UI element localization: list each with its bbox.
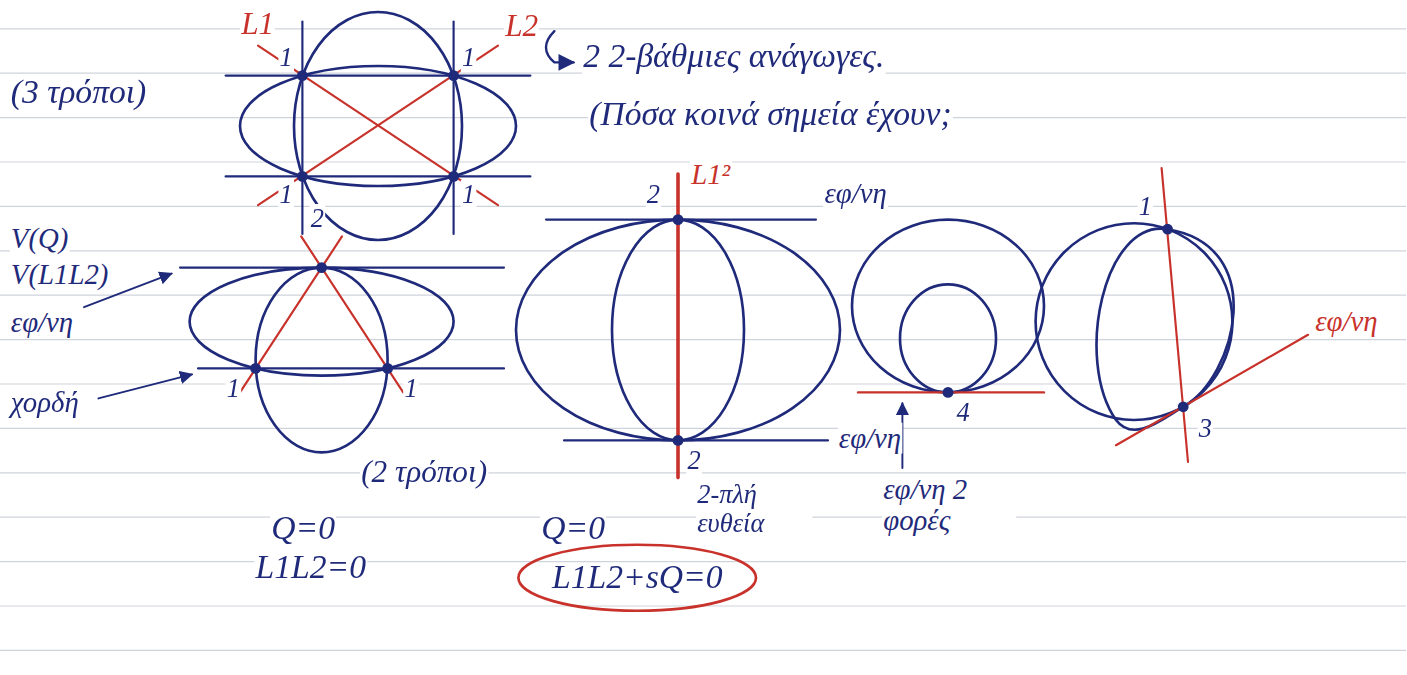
triple-contact-figure bbox=[1036, 168, 1308, 462]
note-text: 2-πλή ευθεία bbox=[696, 480, 812, 538]
multiplicity-number: 2 bbox=[686, 446, 702, 475]
pointer-arrow bbox=[98, 374, 192, 398]
curve-label: L2 bbox=[504, 10, 539, 44]
tangent-note: εφ/νη bbox=[838, 422, 903, 454]
note-text: (3 τρόποι) bbox=[10, 74, 148, 111]
equation: Q=0 bbox=[540, 510, 606, 547]
multiplicity-number: 1 bbox=[1138, 192, 1154, 221]
multiplicity-number: 1 bbox=[278, 43, 294, 72]
tangent-line bbox=[564, 439, 828, 441]
double-tangent-figure bbox=[516, 174, 840, 478]
line-pair bbox=[226, 75, 531, 77]
conic-curve bbox=[256, 268, 388, 453]
circled-formula: L1L2+sQ=0 bbox=[516, 542, 758, 613]
note-text: 2 2-βάθμιες ανάγωγες. bbox=[582, 38, 886, 75]
conic-curve bbox=[190, 268, 454, 376]
red-line bbox=[301, 236, 403, 392]
conic-curve bbox=[900, 284, 996, 392]
chord-line bbox=[198, 367, 504, 369]
equation: L1L2+sQ=0 bbox=[552, 559, 722, 596]
ruled-lines bbox=[0, 29, 1406, 651]
curve-label: L1² bbox=[690, 158, 731, 190]
red-line bbox=[240, 236, 342, 392]
multiplicity-number: 3 bbox=[1198, 414, 1214, 443]
intersection-dot bbox=[943, 387, 954, 398]
variety-label: V(Q) bbox=[10, 223, 70, 255]
multiplicity-number: 4 bbox=[955, 398, 971, 427]
intersection-dots bbox=[1162, 224, 1188, 412]
multiplicity-number: 1 bbox=[461, 180, 477, 209]
chord-note: χορδή bbox=[10, 386, 80, 418]
four-point-figure bbox=[226, 12, 574, 240]
tangent-note: εφ/νη 2 φορές bbox=[882, 474, 1016, 537]
line-pair bbox=[301, 22, 303, 234]
note-text: (Πόσα κοινά σημεία έχουν; bbox=[588, 96, 953, 133]
intersection-dots bbox=[297, 70, 459, 182]
line-pair bbox=[226, 175, 531, 177]
hook-arrow bbox=[546, 31, 574, 62]
tangent-line bbox=[180, 267, 504, 269]
tangent-chord-figure bbox=[84, 236, 504, 452]
multiplicity-number: 2 bbox=[310, 204, 326, 233]
equation: Q=0 bbox=[270, 510, 336, 547]
multiplicity-number: 1 bbox=[403, 374, 419, 403]
conic-curve bbox=[852, 220, 1044, 393]
tangent-note: εφ/νη bbox=[1314, 306, 1379, 338]
note-text: (2 τρόποι) bbox=[360, 456, 488, 490]
tangent-note: εφ/νη bbox=[823, 178, 888, 210]
intersection-dots bbox=[673, 214, 684, 446]
multiplicity-number: 1 bbox=[461, 43, 477, 72]
circle-outline bbox=[518, 545, 756, 611]
conic-curve bbox=[1097, 229, 1234, 430]
line-pair bbox=[453, 22, 455, 234]
tangent-line bbox=[1116, 335, 1308, 445]
multiplicity-number: 2 bbox=[646, 180, 662, 209]
variety-label: V(L1L2) bbox=[10, 259, 110, 291]
multiplicity-number: 1 bbox=[226, 374, 242, 403]
intersection-dots bbox=[250, 262, 393, 374]
curve-label: L1 bbox=[240, 7, 275, 41]
multiplicity-number: 1 bbox=[278, 180, 294, 209]
tangent-note: εφ/νη bbox=[10, 307, 75, 339]
equation: L1L2=0 bbox=[254, 550, 367, 587]
